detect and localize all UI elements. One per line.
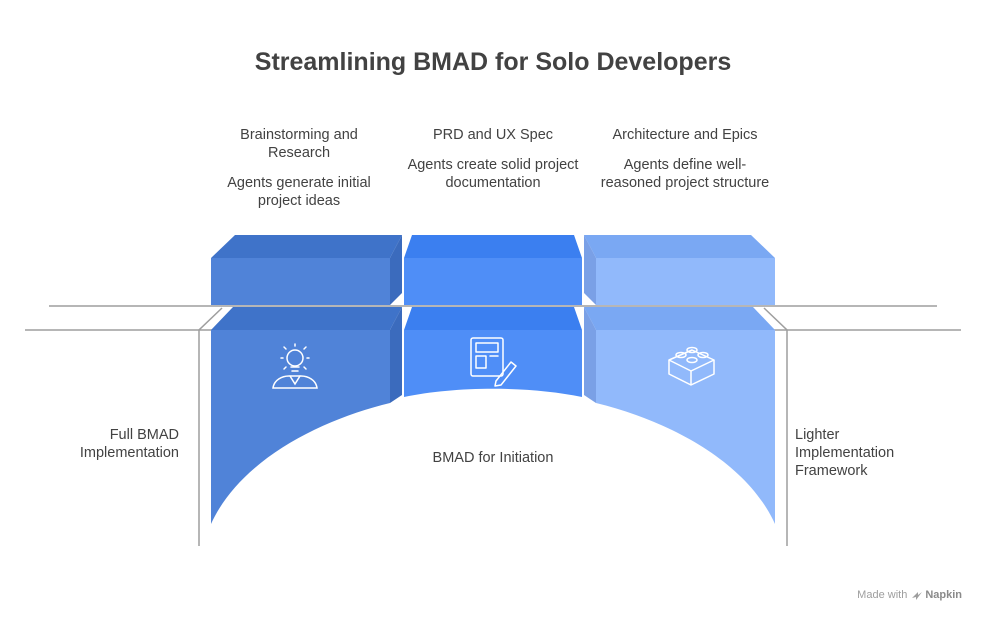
left-label-text: Full BMAD Implementation (79, 427, 179, 461)
column-text-architecture: Architecture and Epics Agents define wel… (595, 126, 775, 192)
lightbulb-person-icon (272, 343, 318, 389)
block-architecture (584, 235, 775, 524)
column-heading-prd: PRD and UX Spec (432, 127, 554, 143)
footer-credit[interactable]: Made with Napkin (857, 589, 962, 601)
column-description-architecture: Agents define well-reasoned project stru… (600, 157, 770, 191)
footer-prefix: Made with (857, 589, 908, 601)
column-heading-architecture: Architecture and Epics (612, 127, 758, 143)
center-label: BMAD for Initiation (432, 450, 554, 466)
document-edit-icon (470, 337, 517, 387)
left-label: Full BMAD Implementation (19, 426, 179, 462)
block-brainstorming (211, 235, 402, 524)
page-title: Streamlining BMAD for Solo Developers (254, 48, 732, 76)
column-description-brainstorming: Agents generate initial project ideas (227, 175, 371, 209)
column-description-prd: Agents create solid project documentatio… (407, 157, 579, 191)
column-text-brainstorming: Brainstorming and Research Agents genera… (209, 126, 389, 210)
building-block-icon (668, 346, 715, 386)
napkin-logo-icon (912, 592, 922, 600)
block-prd (404, 235, 582, 397)
footer-brand: Napkin (925, 589, 962, 601)
column-heading-brainstorming: Brainstorming and Research (240, 127, 358, 161)
column-text-prd: PRD and UX Spec Agents create solid proj… (403, 126, 583, 192)
horizon-lines (25, 305, 961, 546)
right-label-text: Lighter Implementation Framework (795, 427, 895, 479)
right-label: Lighter Implementation Framework (795, 426, 915, 480)
